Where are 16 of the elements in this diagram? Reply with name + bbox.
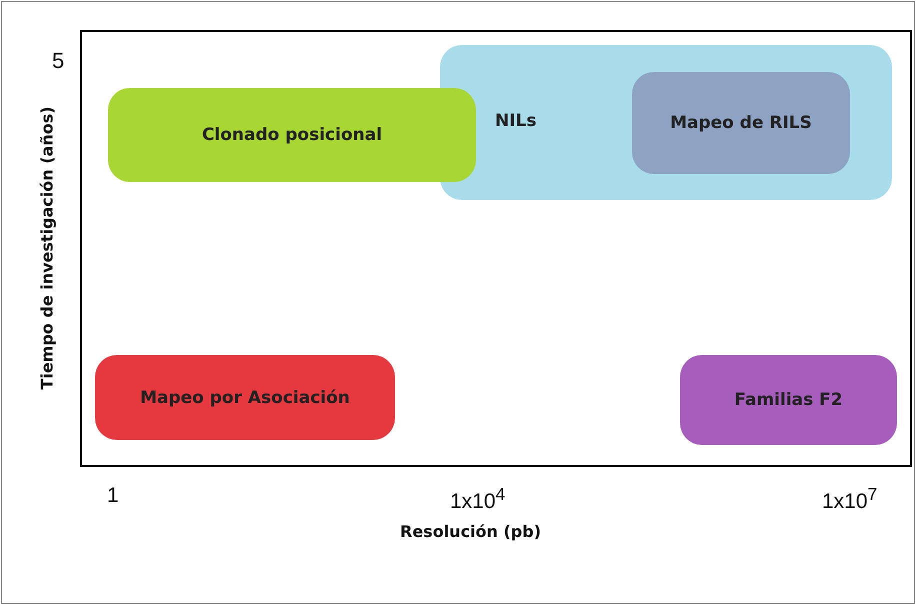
method-region (108, 88, 476, 182)
region-label: Mapeo por Asociación (140, 388, 350, 408)
region-label: NILs (495, 111, 537, 131)
axis-tick-label: 1x10$^{7}$ (822, 484, 878, 514)
axis-tick-label: 1 (107, 484, 119, 508)
region-label: Mapeo de RILS (670, 113, 812, 133)
method-region (440, 45, 892, 200)
method-region (680, 355, 897, 445)
axis-tick-label: 1x10$^{4}$ (450, 484, 506, 514)
region-label: Familias F2 (734, 390, 843, 410)
axis-tick-label: 5 (52, 48, 64, 74)
axis-title: Tiempo de investigación (años) (38, 106, 56, 390)
region-label: Clonado posicional (202, 125, 382, 145)
method-region (632, 72, 850, 174)
axis-title: Resolución (pb) (400, 522, 542, 541)
method-region (95, 355, 395, 440)
